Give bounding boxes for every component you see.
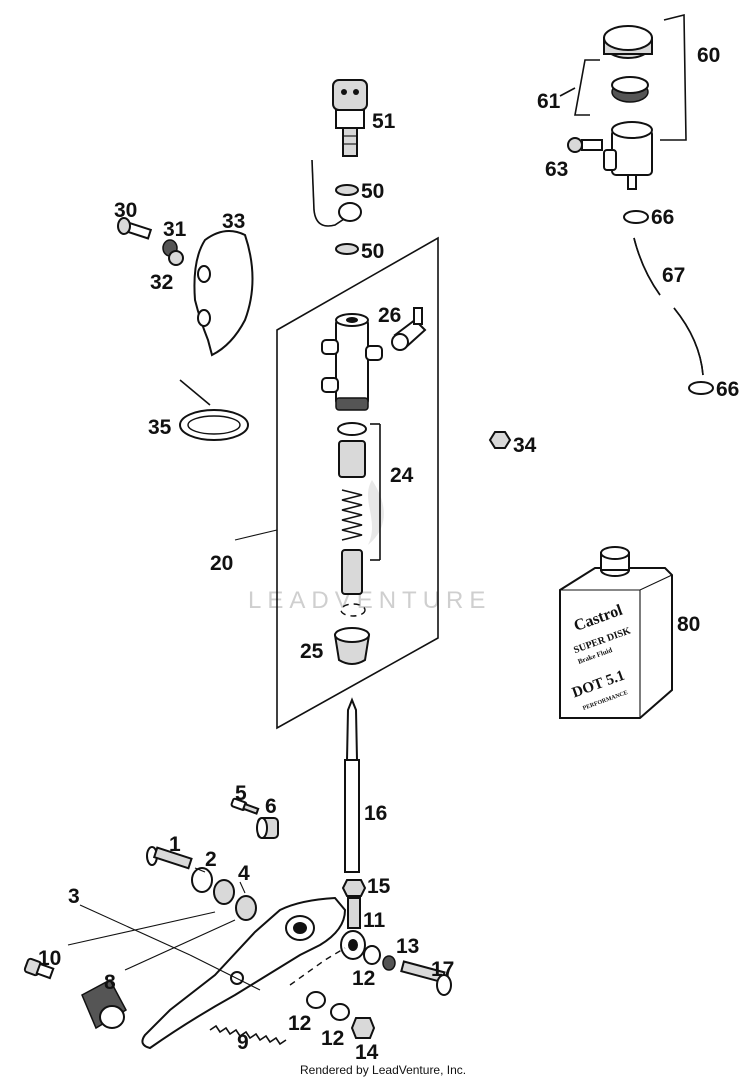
reservoir-assembly: [603, 25, 653, 190]
callout-3: 3: [68, 885, 80, 908]
sealing-ring-lower: [335, 243, 359, 255]
cable-tie: [179, 379, 249, 441]
callout-4: 4: [238, 862, 250, 885]
guard-nut: [168, 250, 184, 266]
hex-nut-34: [488, 431, 512, 449]
callout-20: 20: [210, 552, 233, 575]
stop-screw: [230, 797, 260, 815]
clevis: [340, 930, 366, 960]
callout-2: 2: [205, 848, 217, 871]
washer-12-upper: [363, 945, 381, 965]
watermark-text: LEADVENTURE: [248, 587, 491, 614]
callout-32: 32: [150, 271, 173, 294]
callout-12-upper: 12: [352, 967, 375, 990]
callout-9: 9: [237, 1031, 249, 1054]
washer-12-lower: [306, 991, 326, 1009]
callout-34: 34: [513, 434, 537, 457]
bearing-a: [213, 879, 235, 905]
split-pin: [382, 955, 396, 971]
lock-nut: [341, 879, 367, 897]
pivot-bolt: [146, 846, 193, 870]
callout-5: 5: [235, 782, 247, 805]
assembly-guide-line: [289, 947, 346, 986]
callout-12-bottom: 12: [321, 1027, 344, 1050]
callout-13: 13: [396, 935, 419, 958]
callout-31: 31: [163, 218, 187, 241]
callout-66-upper: 66: [651, 206, 674, 229]
callout-33: 33: [222, 210, 245, 233]
return-spring: [209, 1024, 287, 1046]
brake-light-switch: [332, 79, 368, 157]
hose-clip-upper: [623, 210, 649, 224]
brake-hose-banjo: [311, 159, 362, 227]
guard-screw: [117, 217, 153, 240]
callout-26: 26: [378, 304, 401, 327]
callout-50-upper: 50: [361, 180, 384, 203]
plunger: [341, 549, 363, 595]
hex-nut-14: [350, 1017, 376, 1039]
callout-35: 35: [148, 416, 172, 439]
pedal-screw: [23, 957, 55, 980]
callout-80: 80: [677, 613, 700, 636]
circlip: [340, 603, 366, 617]
callout-60: 60: [697, 44, 720, 67]
callout-10: 10: [38, 947, 61, 970]
callout-11: 11: [363, 909, 386, 932]
callout-12-lower: 12: [288, 1012, 311, 1035]
callout-25: 25: [300, 640, 324, 663]
callout-15: 15: [367, 875, 391, 898]
pivot-washer: [191, 867, 213, 893]
callout-63: 63: [545, 158, 568, 181]
watermark: LEADVENTURE: [248, 480, 491, 614]
callout-1: 1: [169, 833, 181, 856]
callout-67: 67: [662, 264, 685, 287]
push-rod: [344, 697, 360, 873]
hose-clip-lower: [688, 381, 714, 395]
reservoir-hose-lower: [673, 307, 704, 376]
callout-24: 24: [390, 464, 414, 487]
dust-boot: [333, 627, 371, 665]
sealing-ring-upper: [335, 184, 359, 196]
hose-fitting: [391, 307, 427, 351]
pedal-rubber: [81, 978, 127, 1030]
piston: [338, 440, 366, 478]
callout-61: 61: [537, 90, 561, 113]
clevis-bolt: [400, 960, 452, 996]
bearing-b: [235, 895, 257, 921]
callout-17: 17: [431, 958, 454, 981]
reservoir-hose-upper: [633, 237, 661, 296]
callout-30: 30: [114, 199, 137, 222]
callout-6: 6: [265, 795, 277, 818]
washer-12-bottom: [330, 1003, 350, 1021]
callout-50-lower: 50: [361, 240, 384, 263]
master-cylinder-body: [321, 313, 383, 411]
master-cylinder-guard: [193, 230, 254, 357]
callout-14: 14: [355, 1041, 379, 1064]
leader-lines: [67, 529, 278, 991]
footer-credit: Rendered by LeadVenture, Inc.: [300, 1063, 466, 1077]
rubber-stop: [256, 817, 279, 839]
callout-labels: 51 50 50 26 24 20 25 60 61 63 66 67 66 3…: [38, 44, 739, 1064]
brake-fluid-can: Castrol SUPER DISK Brake Fluid DOT 5.1 P…: [559, 546, 673, 719]
callout-8: 8: [104, 971, 116, 994]
master-cylinder-group-frame: [276, 236, 439, 730]
brake-pedal: [141, 896, 347, 1050]
callout-66-lower: 66: [716, 378, 739, 401]
callout-16: 16: [364, 802, 387, 825]
adjusting-screw: [347, 897, 361, 929]
piston-spring: [341, 489, 363, 541]
o-ring: [337, 422, 367, 436]
reservoir-screw: [567, 137, 603, 153]
callout-51: 51: [372, 110, 396, 133]
